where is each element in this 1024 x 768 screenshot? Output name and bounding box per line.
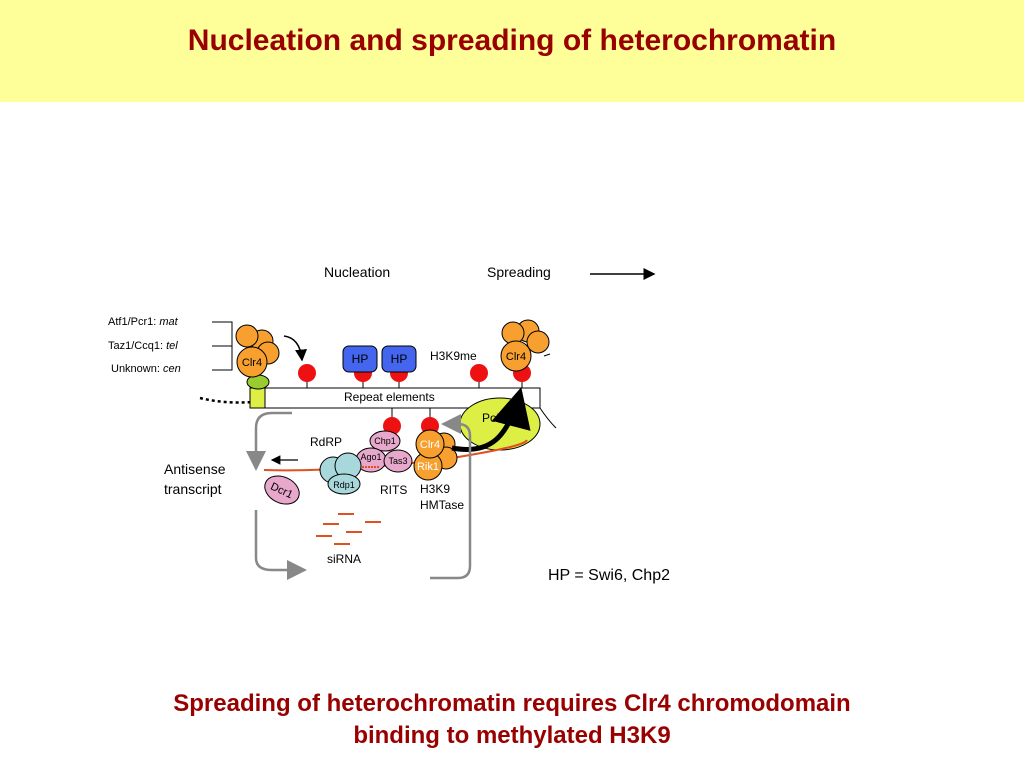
- antisense-label-1: Antisense: [164, 461, 226, 477]
- clr4-subunit: [235, 324, 259, 348]
- clr4-label-rits: Clr4: [420, 439, 440, 451]
- slide-caption: Spreading of heterochromatin requires Cl…: [60, 688, 964, 752]
- sirna-label: siRNA: [327, 552, 361, 566]
- site-label-tel: Taz1/Ccq1: tel: [108, 340, 178, 352]
- clr4-subunit: [526, 330, 550, 354]
- rik1-label: Rik1: [417, 461, 439, 473]
- h3k9me-mark: [470, 364, 488, 382]
- h3k9me-label: H3K9me: [430, 349, 477, 363]
- hp-label: HP: [391, 352, 408, 366]
- chp1-protein: [369, 430, 401, 452]
- tas3-protein: [383, 449, 413, 473]
- clr4-label-left: Clr4: [242, 357, 262, 369]
- rits-label: RITS: [380, 483, 407, 497]
- nucleation-site-box: [249, 387, 266, 409]
- clr4-protein-right: [500, 340, 532, 372]
- caption-line-1: Spreading of heterochromatin requires Cl…: [173, 690, 851, 717]
- pol2-label: Pol II: [482, 411, 509, 425]
- title-band: [0, 0, 1024, 102]
- repeat-elements-label: Repeat elements: [344, 390, 435, 404]
- clr4-tail: [543, 353, 551, 357]
- h3k9me-mark: [383, 417, 401, 435]
- nucleation-label: Nucleation: [324, 264, 390, 280]
- hp-protein: [381, 345, 417, 373]
- tas3-label: Tas3: [388, 456, 407, 466]
- h3k9-label: H3K9: [420, 482, 450, 496]
- slide-title: Nucleation and spreading of heterochroma…: [187, 24, 837, 57]
- h3k9me-mark: [298, 364, 316, 382]
- cycle-arrow-bottom-left: [254, 510, 307, 580]
- hp-note: HP = Swi6, Chp2: [548, 567, 670, 584]
- rdp1-protein: [327, 473, 361, 495]
- antisense-label-2: transcript: [164, 481, 222, 497]
- spreading-label: Spreading: [487, 264, 551, 280]
- clr4-protein-left: [236, 346, 268, 378]
- rdp1-label: Rdp1: [333, 480, 355, 490]
- ago1-label: Ago1: [360, 452, 381, 462]
- dcr1-protein: [264, 475, 300, 505]
- site-bracket: [212, 321, 233, 371]
- cycle-arrow-right: [430, 414, 472, 580]
- cycle-arrow-top-left: [246, 411, 292, 471]
- hmtase-label: HMTase: [420, 498, 464, 512]
- spreading-recruitment-arrow: [451, 387, 531, 452]
- rdrp-label: RdRP: [310, 435, 342, 449]
- hp-protein: [342, 345, 378, 373]
- clr4-label-right: Clr4: [506, 351, 526, 363]
- clr4-protein-rits: [415, 429, 445, 459]
- methylation-arrow: [283, 335, 308, 362]
- chromatin-dotted-end: [199, 396, 253, 404]
- hp-label: HP: [352, 352, 369, 366]
- chromatin-right-edge: [539, 407, 557, 429]
- site-label-mat: Atf1/Pcr1: mat: [108, 316, 179, 328]
- chp1-label: Chp1: [374, 436, 396, 446]
- clr4-subunit: [501, 321, 525, 345]
- caption-line-2: binding to methylated H3K9: [353, 722, 671, 749]
- site-label-cen: Unknown: cen: [111, 363, 181, 375]
